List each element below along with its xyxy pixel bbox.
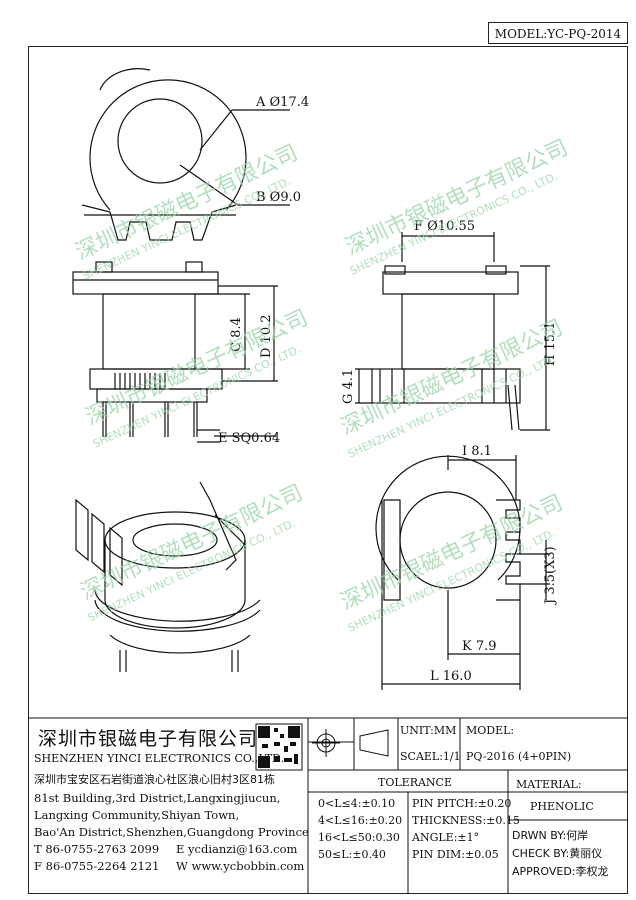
dim-d: D 10.2	[259, 314, 274, 358]
material-label: MATERIAL:	[516, 778, 582, 791]
dim-k: K 7.9	[462, 639, 497, 654]
address-line: 81st Building,3rd District,Langxingjiucu…	[34, 791, 281, 805]
model-label: MODEL:YC-PQ-2014	[488, 22, 628, 44]
tolerance-row: 50≤L:±0.40	[318, 848, 386, 861]
scale: SCAEL:1/1	[400, 750, 461, 763]
tolerance-row: PIN DIM:±0.05	[412, 848, 499, 861]
fax: F 86-0755-2264 2121	[34, 859, 160, 873]
dim-j: J 3.5(X3)	[543, 546, 558, 606]
top-view-left	[81, 68, 247, 241]
dim-h: H 15.1	[543, 322, 558, 366]
company-name-cn: 深圳市银磁电子有限公司	[38, 728, 259, 750]
material-value: PHENOLIC	[530, 800, 594, 813]
tolerance-row: ANGLE:±1°	[412, 831, 480, 844]
dim-b: B Ø9.0	[256, 190, 301, 205]
front-view-left	[72, 261, 223, 437]
dim-c: C 8.4	[229, 317, 244, 352]
tolerance-row: THICKNESS:±0.15	[412, 814, 520, 827]
projection-symbol	[312, 729, 389, 757]
model-value: PQ-2016 (4+0PIN)	[466, 750, 572, 763]
side-view-right	[371, 265, 521, 431]
tolerance-row: 4<L≤16:±0.20	[318, 814, 403, 827]
dim-i: I 8.1	[462, 444, 492, 459]
checked-by: CHECK BY:黄丽仪	[512, 847, 603, 860]
tolerance-row: PIN PITCH:±0.20	[412, 797, 512, 810]
model-label: MODEL:	[466, 724, 515, 737]
website: W www.ycbobbin.com	[176, 859, 305, 873]
qr-code	[255, 723, 303, 771]
tolerance-row: 16<L≤50:0.30	[318, 831, 400, 844]
dim-f: F Ø10.55	[414, 219, 475, 234]
dim-l: L 16.0	[430, 669, 472, 684]
watermark-cn: 深圳市银磁电子有限公司	[342, 135, 572, 260]
watermark-group: 深圳市银磁电子有限公司 SHENZHEN YINCI ELECTRONICS C…	[72, 135, 572, 634]
drawing-frame	[28, 46, 628, 894]
address-line: Bao'An District,Shenzhen,Guangdong Provi…	[34, 825, 309, 839]
phone: T 86-0755-2763 2099	[34, 842, 160, 856]
dim-g: G 4.1	[341, 369, 356, 404]
address-line: Langxing Community,Shiyan Town,	[34, 808, 240, 822]
tolerance-row: 0<L≤4:±0.10	[318, 797, 396, 810]
email: E ycdianzi@163.com	[176, 842, 298, 856]
address-line: 深圳市宝安区石岩街道浪心社区浪心旧村3区81栋	[34, 773, 275, 786]
isometric-view	[75, 481, 261, 672]
dim-a: A Ø17.4	[255, 95, 309, 110]
watermark-cn: 深圳市银磁电子有限公司	[77, 480, 307, 605]
unit: UNIT:MM	[400, 724, 457, 737]
drawn-by: DRWN BY:何岸	[512, 829, 589, 842]
company-name-en: SHENZHEN YINCI ELECTRONICS CO.,LTD.	[34, 752, 284, 765]
tolerance-title: TOLERANCE	[378, 776, 452, 789]
dim-e: E SQ0.64	[218, 431, 280, 446]
watermark-cn: 深圳市银磁电子有限公司	[337, 490, 567, 615]
approved-by: APPROVED:李权龙	[512, 865, 609, 878]
